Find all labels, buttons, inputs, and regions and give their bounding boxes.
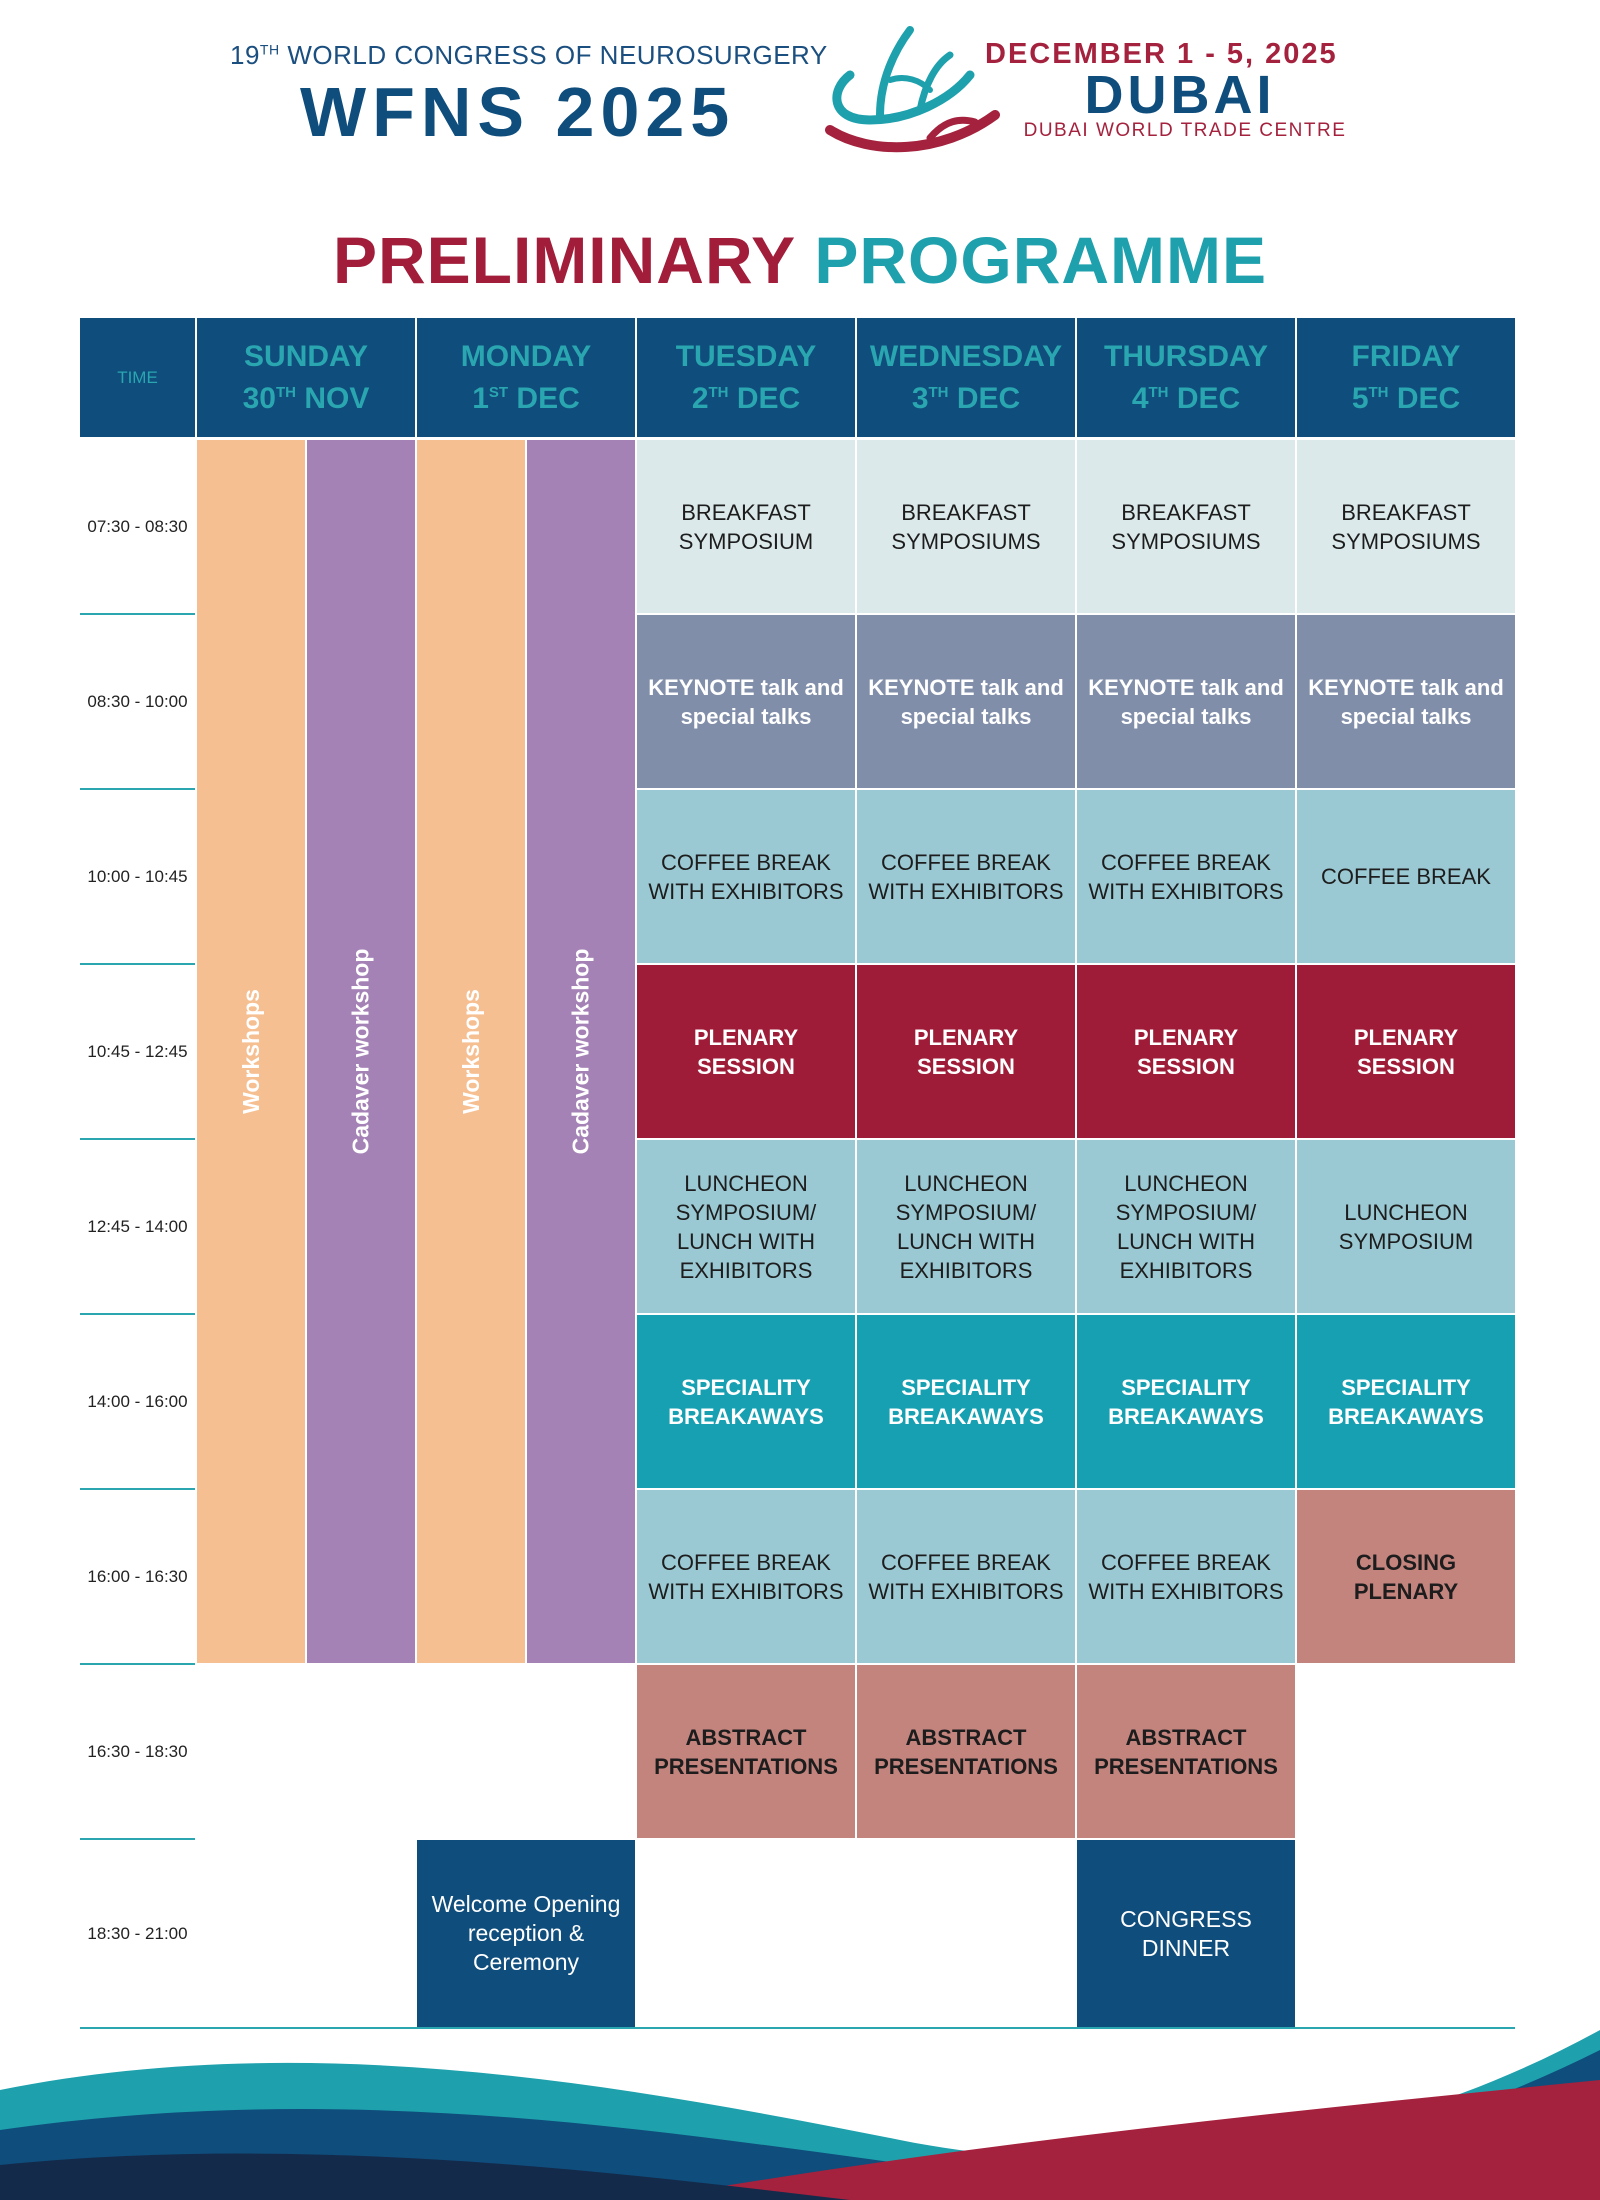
day-date: 5TH DEC bbox=[1351, 381, 1461, 415]
day-name: SUNDAY bbox=[244, 339, 368, 373]
event-congress-dinner: CONGRESS DINNER bbox=[1077, 1840, 1295, 2027]
event-dates: DECEMBER 1 - 5, 2025 bbox=[985, 38, 1338, 70]
table-bottom-line bbox=[80, 2027, 1515, 2029]
congress-subtitle: 19TH WORLD CONGRESS OF NEUROSURGERY bbox=[230, 40, 827, 71]
day-header-wednesday: WEDNESDAY 3TH DEC bbox=[857, 318, 1075, 437]
time-slot-label: 18:30 - 21:00 bbox=[87, 1923, 188, 1943]
congress-name: WORLD CONGRESS OF NEUROSURGERY bbox=[287, 40, 828, 70]
session-luncheon: LUNCHEON SYMPOSIUM/ LUNCH WITH EXHIBITOR… bbox=[1077, 1140, 1295, 1313]
time-slot-label: 07:30 - 08:30 bbox=[87, 516, 188, 536]
day-date: 4TH DEC bbox=[1131, 381, 1241, 415]
session-speciality-breakaways: SPECIALITY BREAKAWAYS bbox=[637, 1315, 855, 1488]
session-speciality-breakaways: SPECIALITY BREAKAWAYS bbox=[857, 1315, 1075, 1488]
day-header-friday: FRIDAY 5TH DEC bbox=[1297, 318, 1515, 437]
time-slot-label: 12:45 - 14:00 bbox=[87, 1216, 188, 1236]
time-divider bbox=[80, 1138, 195, 1140]
cadaver-workshop-label: Cadaver workshop bbox=[567, 948, 594, 1155]
event-name: WFNS 2025 bbox=[300, 73, 736, 151]
session-breakfast-symposium: BREAKFAST SYMPOSIUMS bbox=[1077, 440, 1295, 613]
title-part-1: PRELIMINARY bbox=[332, 223, 796, 297]
session-coffee-break: COFFEE BREAK WITH EXHIBITORS bbox=[857, 1490, 1075, 1663]
event-welcome-reception: Welcome Opening reception & Ceremony bbox=[417, 1840, 635, 2027]
time-divider bbox=[80, 963, 195, 965]
day-date: 30TH NOV bbox=[242, 381, 370, 415]
time-header: TIME bbox=[80, 318, 195, 437]
workshops-column-monday: Workshops bbox=[417, 440, 525, 1663]
session-speciality-breakaways: SPECIALITY BREAKAWAYS bbox=[1297, 1315, 1515, 1488]
day-header-monday: MONDAY 1ST DEC bbox=[417, 318, 635, 437]
session-coffee-break: COFFEE BREAK WITH EXHIBITORS bbox=[637, 1490, 855, 1663]
session-coffee-break: COFFEE BREAK WITH EXHIBITORS bbox=[1077, 1490, 1295, 1663]
dubai-calligraphy-logo-icon bbox=[825, 26, 1000, 153]
time-divider bbox=[80, 1663, 195, 1665]
congress-number-suffix: TH bbox=[259, 41, 280, 58]
session-keynote: KEYNOTE talk and special talks bbox=[1077, 615, 1295, 788]
session-luncheon: LUNCHEON SYMPOSIUM/ LUNCH WITH EXHIBITOR… bbox=[637, 1140, 855, 1313]
session-keynote: KEYNOTE talk and special talks bbox=[857, 615, 1075, 788]
day-date: 2TH DEC bbox=[691, 381, 801, 415]
day-date: 3TH DEC bbox=[911, 381, 1021, 415]
session-abstract-presentations: ABSTRACT PRESENTATIONS bbox=[857, 1665, 1075, 1838]
session-coffee-break: COFFEE BREAK WITH EXHIBITORS bbox=[637, 790, 855, 963]
session-plenary: PLENARY SESSION bbox=[857, 965, 1075, 1138]
time-divider bbox=[80, 1488, 195, 1490]
session-speciality-breakaways: SPECIALITY BREAKAWAYS bbox=[1077, 1315, 1295, 1488]
workshops-label: Workshops bbox=[237, 989, 264, 1114]
day-name: MONDAY bbox=[460, 339, 592, 373]
time-slot-label: 10:00 - 10:45 bbox=[87, 866, 188, 886]
session-keynote: KEYNOTE talk and special talks bbox=[1297, 615, 1515, 788]
session-coffee-break: COFFEE BREAK WITH EXHIBITORS bbox=[1077, 790, 1295, 963]
title-part-2: PROGRAMME bbox=[814, 223, 1268, 297]
session-breakfast-symposium: BREAKFAST SYMPOSIUMS bbox=[857, 440, 1075, 613]
session-abstract-presentations: ABSTRACT PRESENTATIONS bbox=[637, 1665, 855, 1838]
time-divider bbox=[80, 1313, 195, 1315]
day-header-tuesday: TUESDAY 2TH DEC bbox=[637, 318, 855, 437]
session-breakfast-symposium: BREAKFAST SYMPOSIUM bbox=[637, 440, 855, 613]
time-slot-label: 16:30 - 18:30 bbox=[87, 1741, 188, 1761]
session-coffee-break: COFFEE BREAK WITH EXHIBITORS bbox=[857, 790, 1075, 963]
session-closing-plenary: CLOSING PLENARY bbox=[1297, 1490, 1515, 1663]
event-venue: DUBAI WORLD TRADE CENTRE bbox=[1023, 120, 1347, 141]
day-header-thursday: THURSDAY 4TH DEC bbox=[1077, 318, 1295, 437]
session-breakfast-symposium: BREAKFAST SYMPOSIUMS bbox=[1297, 440, 1515, 613]
decorative-wave-footer bbox=[0, 2030, 1600, 2200]
cadaver-workshop-label: Cadaver workshop bbox=[347, 948, 374, 1155]
day-name: WEDNESDAY bbox=[869, 339, 1063, 373]
session-coffee-break: COFFEE BREAK bbox=[1297, 790, 1515, 963]
session-plenary: PLENARY SESSION bbox=[637, 965, 855, 1138]
time-slot-label: 16:00 - 16:30 bbox=[87, 1566, 188, 1586]
time-divider bbox=[80, 1838, 195, 1840]
day-name: TUESDAY bbox=[675, 339, 817, 373]
session-luncheon: LUNCHEON SYMPOSIUM/ LUNCH WITH EXHIBITOR… bbox=[857, 1140, 1075, 1313]
time-divider bbox=[80, 613, 195, 615]
time-slot-label: 14:00 - 16:00 bbox=[87, 1391, 188, 1411]
time-slot-label: 10:45 - 12:45 bbox=[87, 1041, 188, 1061]
session-abstract-presentations: ABSTRACT PRESENTATIONS bbox=[1077, 1665, 1295, 1838]
session-luncheon: LUNCHEON SYMPOSIUM bbox=[1297, 1140, 1515, 1313]
day-name: FRIDAY bbox=[1351, 339, 1461, 373]
event-city: DUBAI bbox=[1084, 65, 1276, 125]
day-header-sunday: SUNDAY 30TH NOV bbox=[197, 318, 415, 437]
day-name: THURSDAY bbox=[1104, 339, 1268, 373]
session-plenary: PLENARY SESSION bbox=[1077, 965, 1295, 1138]
time-slot-label: 08:30 - 10:00 bbox=[87, 691, 188, 711]
cadaver-workshop-column-sunday: Cadaver workshop bbox=[307, 440, 415, 1663]
cadaver-workshop-column-monday: Cadaver workshop bbox=[527, 440, 635, 1663]
workshops-label: Workshops bbox=[457, 989, 484, 1114]
session-keynote: KEYNOTE talk and special talks bbox=[637, 615, 855, 788]
day-date: 1ST DEC bbox=[472, 381, 580, 415]
page-title: PRELIMINARY PROGRAMME bbox=[0, 222, 1600, 298]
time-divider bbox=[80, 788, 195, 790]
session-plenary: PLENARY SESSION bbox=[1297, 965, 1515, 1138]
workshops-column-sunday: Workshops bbox=[197, 440, 305, 1663]
congress-number: 19 bbox=[230, 40, 260, 70]
